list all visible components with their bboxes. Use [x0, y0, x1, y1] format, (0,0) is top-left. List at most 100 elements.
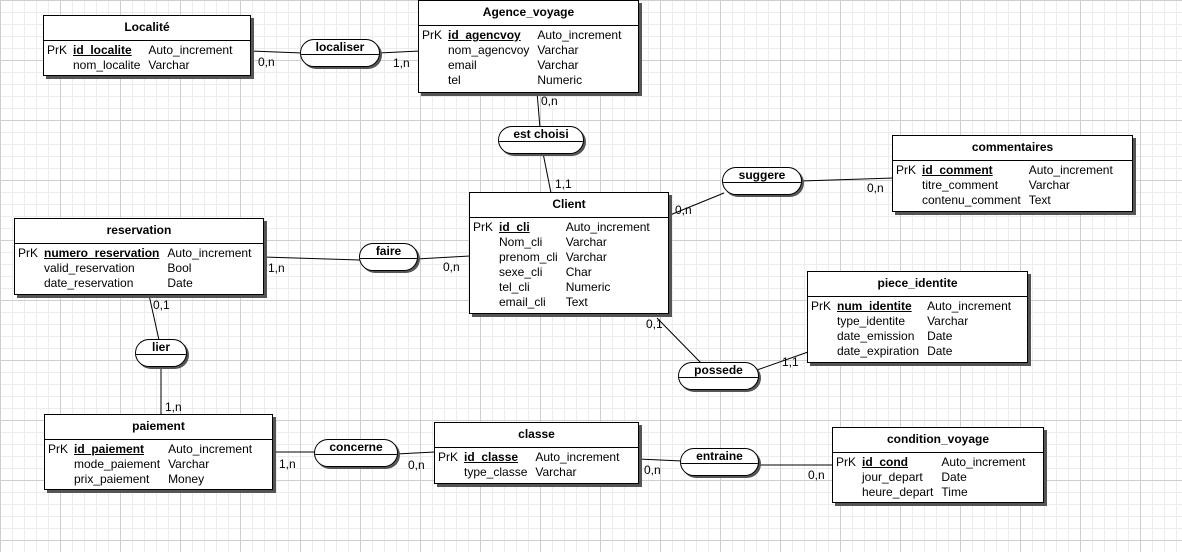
- field-type: Varchar: [537, 58, 579, 72]
- assoc-localiser[interactable]: localiser: [300, 39, 380, 67]
- field-type: Auto_increment: [1028, 163, 1113, 177]
- assoc-possede[interactable]: possede: [678, 362, 759, 390]
- field-key-marker: [470, 280, 499, 295]
- link-reservation-lier: [148, 294, 160, 341]
- field-type: Char: [565, 265, 592, 279]
- entity-fields: PrK id_comment Auto_increment titre_comment…: [893, 163, 1113, 208]
- field-row: type_identite Varchar: [808, 314, 1011, 329]
- field-key-marker: PrK: [438, 450, 459, 464]
- field-type: Varchar: [168, 457, 210, 471]
- cardinality-suggere-commentaires: 0,n: [867, 181, 884, 195]
- field-key-marker: [45, 472, 74, 487]
- field-name: id_comment: [922, 163, 993, 177]
- field-name: type_identite: [837, 314, 906, 328]
- assoc-label: est choisi: [499, 127, 583, 142]
- field-name: date_expiration: [837, 344, 920, 358]
- assoc-label: lier: [136, 340, 186, 355]
- link-classe-entraine: [637, 458, 683, 462]
- cardinality-faire-reservation: 1,n: [268, 261, 285, 275]
- field-key-marker: [470, 235, 499, 250]
- field-type: Text: [565, 295, 588, 309]
- field-key-marker: [419, 73, 448, 88]
- cardinality-entraine-classe: 0,n: [644, 463, 661, 477]
- assoc-lier[interactable]: lier: [135, 339, 187, 367]
- link-reservation-faire: [262, 256, 361, 261]
- field-key-marker: [44, 58, 73, 73]
- field-type: Date: [941, 470, 967, 484]
- assoc-label: faire: [360, 244, 417, 259]
- field-key-marker: [833, 470, 862, 485]
- field-key-marker: PrK: [836, 455, 857, 469]
- field-key-marker: [893, 193, 922, 208]
- link-client-possede: [656, 317, 703, 365]
- field-name: num_identite: [837, 299, 912, 313]
- assoc-label: concerne: [315, 440, 397, 455]
- field-type: Varchar: [927, 314, 969, 328]
- field-type: Auto_increment: [148, 43, 233, 57]
- cardinality-suggere-client: 0,n: [675, 203, 692, 217]
- field-name: Nom_cli: [499, 235, 543, 249]
- field-name: heure_depart: [862, 485, 934, 499]
- entity-title: Agence_voyage: [419, 1, 638, 26]
- link-client-suggere: [669, 192, 725, 216]
- field-name: numero_reservation: [44, 246, 160, 260]
- field-name: titre_comment: [922, 178, 999, 192]
- field-name: date_emission: [837, 329, 915, 343]
- field-name: id_paiement: [74, 442, 145, 456]
- field-name: tel_cli: [499, 280, 530, 294]
- field-name: contenu_comment: [922, 193, 1021, 207]
- field-type: Date: [167, 276, 193, 290]
- cardinality-concerne-classe: 0,n: [408, 458, 425, 472]
- field-name: valid_reservation: [44, 261, 135, 275]
- field-row: email Varchar: [419, 58, 621, 73]
- field-name: email: [448, 58, 477, 72]
- field-row: nom_localite Varchar: [44, 58, 232, 73]
- assoc-suggere[interactable]: suggere: [722, 167, 802, 195]
- assoc-concerne[interactable]: concerne: [314, 439, 398, 467]
- field-name: id_localite: [73, 43, 132, 57]
- field-name: email_cli: [499, 295, 546, 309]
- field-key-marker: [833, 485, 862, 500]
- field-type: Text: [1028, 193, 1051, 207]
- cardinality-entraine-condition: 0,n: [808, 468, 825, 482]
- field-type: Varchar: [148, 58, 190, 72]
- field-key-marker: [470, 295, 499, 310]
- cardinality-lier-reservation: 0,1: [153, 298, 170, 312]
- field-type: Money: [168, 472, 205, 486]
- assoc-label: entraine: [681, 449, 758, 464]
- field-key-marker: [15, 261, 44, 276]
- field-key-marker: [808, 329, 837, 344]
- field-key-marker: PrK: [896, 163, 917, 177]
- assoc-est-choisi[interactable]: est choisi: [498, 126, 584, 154]
- assoc-entraine[interactable]: entraine: [680, 448, 759, 476]
- assoc-faire[interactable]: faire: [359, 243, 418, 271]
- link-localite-localiser: [249, 50, 303, 54]
- field-name: nom_localite: [73, 58, 141, 72]
- assoc-label: suggere: [723, 168, 801, 183]
- field-type: Date: [927, 329, 953, 343]
- cardinality-concerne-paiement: 1,n: [279, 457, 296, 471]
